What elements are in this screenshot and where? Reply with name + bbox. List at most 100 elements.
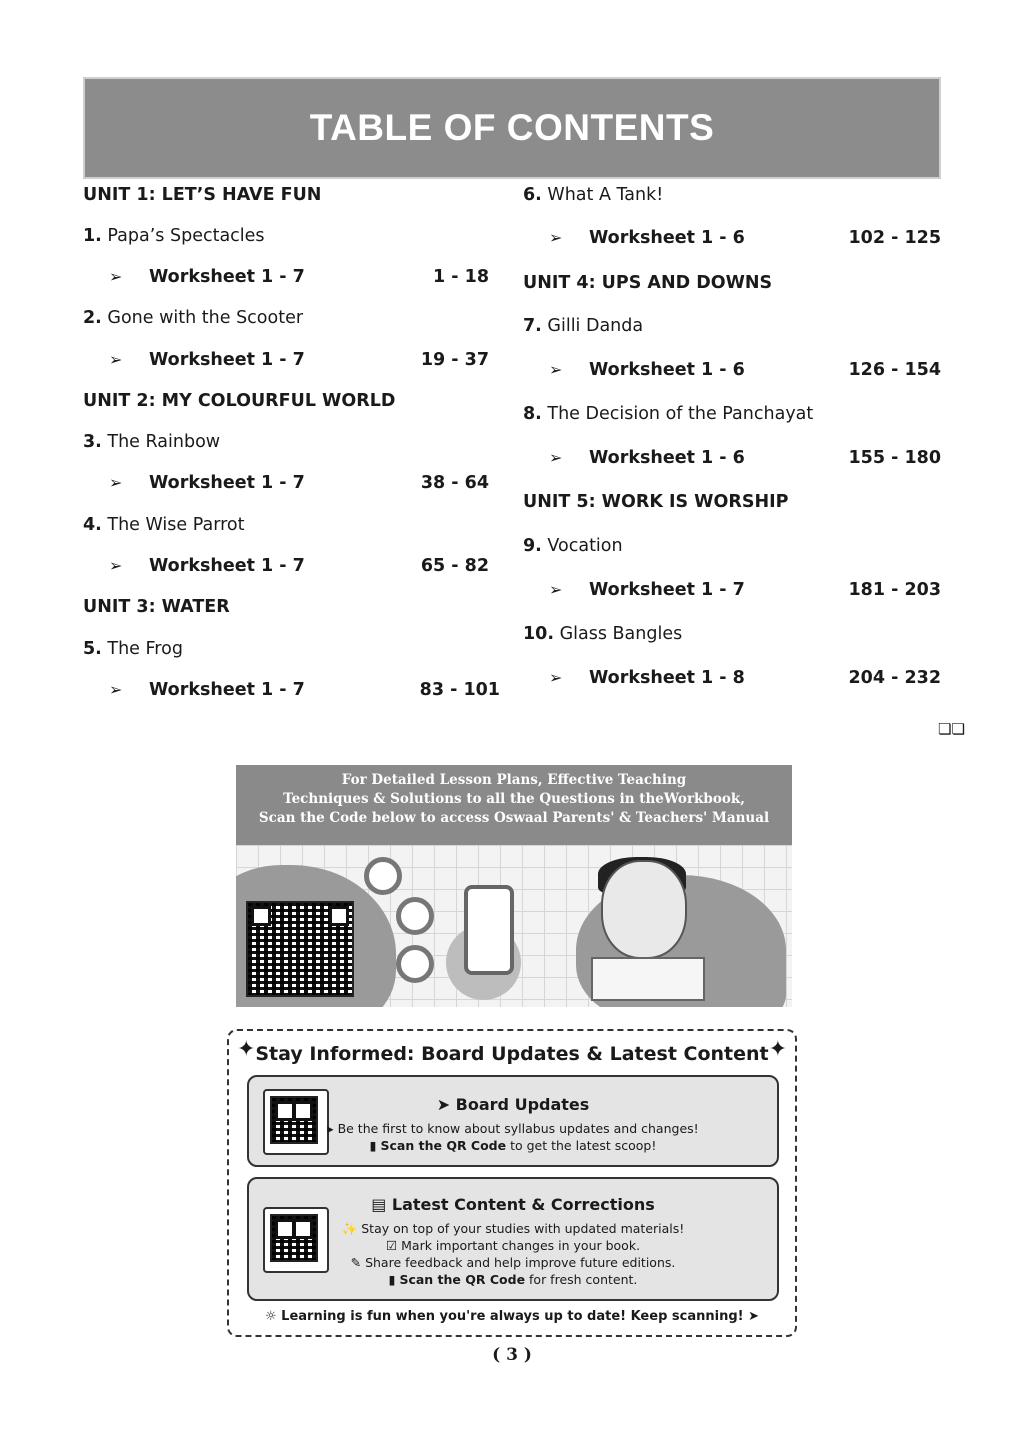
- page-number: ( 3 ): [492, 1345, 532, 1365]
- books-icon: ▤: [371, 1195, 392, 1214]
- chapter-title: What A Tank!: [547, 185, 664, 205]
- worksheet-label: Worksheet 1 - 7: [149, 556, 305, 576]
- card-line: ✨ Stay on top of your studies with updat…: [249, 1221, 777, 1237]
- chapter-entry: 10. Glass Bangles: [523, 624, 682, 644]
- chapter-number: 8.: [523, 404, 542, 424]
- chapter-entry: 6. What A Tank!: [523, 185, 663, 205]
- card-line-bold: Scan the QR Code: [399, 1272, 526, 1287]
- chapter-number: 4.: [83, 515, 102, 535]
- chapter-entry: 2. Gone with the Scooter: [83, 308, 303, 328]
- megaphone-icon: ▸: [327, 1121, 338, 1136]
- unit-heading: UNIT 3: WATER: [83, 597, 230, 617]
- page-range: 204 - 232: [848, 668, 941, 688]
- chapter-entry: 5. The Frog: [83, 639, 183, 659]
- worksheet-label: Worksheet 1 - 7: [149, 267, 305, 287]
- arrow-bullet-icon: ➢: [109, 350, 123, 369]
- arrow-bullet-icon: ➢: [109, 473, 123, 492]
- book-icon: [591, 957, 705, 1001]
- chapter-number: 10.: [523, 624, 555, 644]
- chapter-number: 6.: [523, 185, 542, 205]
- party-popper-icon: ✦: [237, 1037, 256, 1062]
- worksheet-label: Worksheet 1 - 6: [589, 228, 745, 248]
- page-range: 38 - 64: [420, 473, 489, 493]
- card-line-text: to get the latest scoop!: [506, 1138, 657, 1153]
- phone-icon: ▮: [369, 1138, 381, 1153]
- worksheet-label: Worksheet 1 - 7: [149, 350, 305, 370]
- rocket-icon: ➤: [743, 1309, 759, 1324]
- qr-pattern: [270, 1096, 318, 1144]
- board-updates-card: ➤ Board Updates ▸ Be the first to know a…: [247, 1075, 779, 1167]
- chapter-number: 9.: [523, 536, 542, 556]
- clock-icon: [396, 945, 434, 983]
- unit-heading: UNIT 5: WORK IS WORSHIP: [523, 492, 789, 512]
- card-line: ▮ Scan the QR Code for fresh content.: [249, 1272, 777, 1287]
- qr-code-icon[interactable]: [263, 1207, 329, 1273]
- card-line-text: Mark important changes in your book.: [401, 1238, 641, 1253]
- qr-pattern: [270, 1214, 318, 1262]
- card-title-text: Latest Content & Corrections: [391, 1195, 655, 1214]
- worksheet-label: Worksheet 1 - 7: [589, 580, 745, 600]
- latest-content-card: ▤ Latest Content & Corrections ✨ Stay on…: [247, 1177, 779, 1301]
- teachers-manual-promo: For Detailed Lesson Plans, Effective Tea…: [236, 765, 792, 1007]
- card-title: ▤ Latest Content & Corrections: [249, 1195, 777, 1214]
- qr-code-icon[interactable]: [263, 1089, 329, 1155]
- chapter-title: The Rainbow: [107, 432, 221, 452]
- chapter-number: 7.: [523, 316, 542, 336]
- card-line-text: Be the first to know about syllabus upda…: [337, 1121, 699, 1136]
- chapter-number: 1.: [83, 226, 102, 246]
- chapter-title: Glass Bangles: [559, 624, 683, 644]
- card-line: ✎ Share feedback and help improve future…: [249, 1255, 777, 1270]
- page-title: TABLE OF CONTENTS: [309, 107, 715, 148]
- chapter-entry: 3. The Rainbow: [83, 432, 220, 452]
- card-line-text: Share feedback and help improve future e…: [365, 1255, 676, 1270]
- boy-illustration: [601, 860, 687, 959]
- updates-panel: ✦ Stay Informed: Board Updates & Latest …: [227, 1029, 797, 1337]
- chapter-title: Gone with the Scooter: [107, 308, 304, 328]
- footer-text: Learning is fun when you're always up to…: [281, 1309, 744, 1324]
- chapter-title: Vocation: [547, 536, 623, 556]
- pencil-icon: [396, 897, 434, 935]
- page-range: 155 - 180: [848, 448, 941, 468]
- chart-icon: [364, 857, 402, 895]
- worksheet-label: Worksheet 1 - 8: [589, 668, 745, 688]
- chapter-entry: 7. Gilli Danda: [523, 316, 643, 336]
- sparkles-icon: ✨: [341, 1221, 362, 1236]
- card-line: ▮ Scan the QR Code to get the latest sco…: [249, 1138, 777, 1153]
- page-range: 102 - 125: [848, 228, 941, 248]
- arrow-bullet-icon: ➢: [549, 668, 563, 687]
- arrow-bullet-icon: ➢: [549, 360, 563, 379]
- party-popper-icon: ✦: [768, 1037, 787, 1062]
- chapter-title: The Frog: [107, 639, 183, 659]
- chapter-title: The Wise Parrot: [107, 515, 245, 535]
- card-line-bold: Scan the QR Code: [380, 1138, 507, 1153]
- chapter-number: 5.: [83, 639, 102, 659]
- qr-code-icon[interactable]: [246, 901, 354, 997]
- card-title: ➤ Board Updates: [249, 1095, 777, 1114]
- chapter-title: The Decision of the Panchayat: [547, 404, 814, 424]
- unit-heading: UNIT 2: MY COLOURFUL WORLD: [83, 391, 396, 411]
- promo-line: Scan the Code below to access Oswaal Par…: [258, 810, 770, 826]
- page-range: 83 - 101: [419, 680, 500, 700]
- chapter-title: Papa’s Spectacles: [107, 226, 265, 246]
- promo-line: For Detailed Lesson Plans, Effective Tea…: [341, 772, 687, 788]
- arrow-bullet-icon: ➢: [549, 228, 563, 247]
- chapter-entry: 8. The Decision of the Panchayat: [523, 404, 813, 424]
- worksheet-label: Worksheet 1 - 7: [149, 680, 305, 700]
- page-range: 65 - 82: [420, 556, 489, 576]
- toc-banner: TABLE OF CONTENTS: [83, 77, 941, 179]
- chapter-entry: 9. Vocation: [523, 536, 623, 556]
- promo-heading: For Detailed Lesson Plans, Effective Tea…: [236, 765, 792, 845]
- card-line: ☑ Mark important changes in your book.: [249, 1238, 777, 1253]
- arrow-bullet-icon: ➢: [109, 680, 123, 699]
- end-mark-icon: ❏❏: [938, 720, 965, 738]
- chapter-number: 3.: [83, 432, 102, 452]
- unit-heading: UNIT 1: LET’S HAVE FUN: [83, 185, 322, 205]
- chapter-title: Gilli Danda: [547, 316, 644, 336]
- card-line-text: Stay on top of your studies with updated…: [361, 1221, 685, 1236]
- page-range: 1 - 18: [433, 267, 489, 287]
- rocket-icon: ➤: [436, 1095, 456, 1114]
- checkbox-icon: ☑: [385, 1238, 402, 1253]
- lightbulb-icon: ☼: [264, 1309, 282, 1324]
- chapter-number: 2.: [83, 308, 102, 328]
- updates-footer: ☼ Learning is fun when you're always up …: [229, 1309, 795, 1324]
